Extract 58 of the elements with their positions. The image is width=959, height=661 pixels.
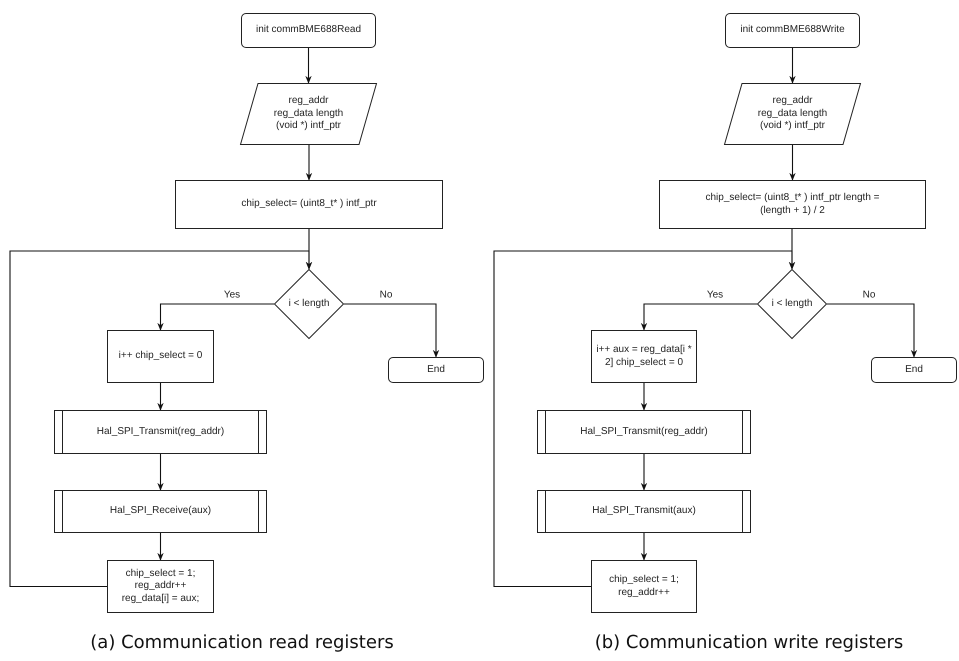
node-text: Hal_SPI_Transmit(reg_addr)	[580, 426, 708, 438]
process-box	[107, 560, 214, 613]
process-box	[591, 560, 697, 613]
arrow	[493, 250, 796, 588]
process-box	[591, 330, 697, 383]
arrow	[640, 454, 648, 491]
process-box	[659, 180, 926, 229]
arrow	[157, 454, 164, 491]
arrow	[9, 250, 312, 588]
subroutine-box	[537, 490, 751, 533]
subroutine-box	[54, 410, 267, 454]
node-text: End	[905, 364, 923, 376]
node-text: Hal_SPI_Transmit(reg_addr)	[96, 426, 224, 438]
terminal-box	[241, 13, 376, 48]
node-text: chip_select = 1; reg_addr++	[608, 574, 680, 599]
arrow	[157, 303, 274, 331]
node-text: i < length	[772, 298, 812, 310]
arrow	[827, 303, 918, 358]
node-text: i++ chip_select = 0	[118, 350, 202, 363]
node-text: Hal_SPI_Receive(aux)	[110, 505, 212, 518]
node-text: i < length	[288, 298, 330, 310]
edge-label: Yes	[704, 290, 726, 300]
arrow	[640, 303, 757, 331]
arrow	[640, 533, 648, 561]
edge-label: Yes	[222, 290, 242, 300]
arrow	[789, 48, 796, 84]
edge-label: No	[378, 290, 394, 300]
figure-caption: (a) Communication read registers	[90, 632, 394, 653]
node-text: init commBME688Write	[740, 24, 845, 37]
arrow	[305, 48, 312, 84]
terminal-box	[725, 13, 860, 48]
node-text: reg_addr reg_data length (void *) intf_ptr	[756, 95, 828, 133]
node-text: chip_select= (uint8_t* ) intf_ptr	[241, 198, 377, 211]
node-text: chip_select = 1; reg_addr++ reg_data[i] = aux;	[120, 568, 200, 606]
input-parallelogram	[240, 83, 377, 145]
arrow	[344, 303, 440, 358]
arrow	[640, 383, 648, 411]
subroutine-box	[54, 490, 267, 533]
terminal-box	[871, 357, 957, 383]
process-box	[175, 180, 443, 229]
node-text: Hal_SPI_Transmit(aux)	[592, 505, 696, 518]
edge-label: No	[860, 290, 878, 300]
node-text: reg_addr reg_data length (void *) intf_ptr	[272, 95, 344, 133]
arrow	[157, 533, 164, 561]
process-box	[107, 330, 214, 383]
node-text: chip_select= (uint8_t* ) intf_ptr length = (length + 1) / 2	[704, 192, 880, 217]
decision-diamond	[274, 269, 344, 339]
terminal-box	[388, 357, 484, 383]
arrow	[157, 383, 164, 411]
decision-diamond	[757, 269, 827, 339]
arrow	[789, 145, 796, 181]
arrow	[306, 145, 312, 181]
node-text: init commBME688Read	[256, 24, 362, 37]
figure-caption: (b) Communication write registers	[594, 632, 904, 653]
subroutine-box	[537, 410, 751, 454]
node-text: i++ aux = reg_data[i * 2] chip_select = 0	[595, 344, 693, 369]
input-parallelogram	[724, 83, 861, 145]
node-text: End	[427, 364, 445, 376]
